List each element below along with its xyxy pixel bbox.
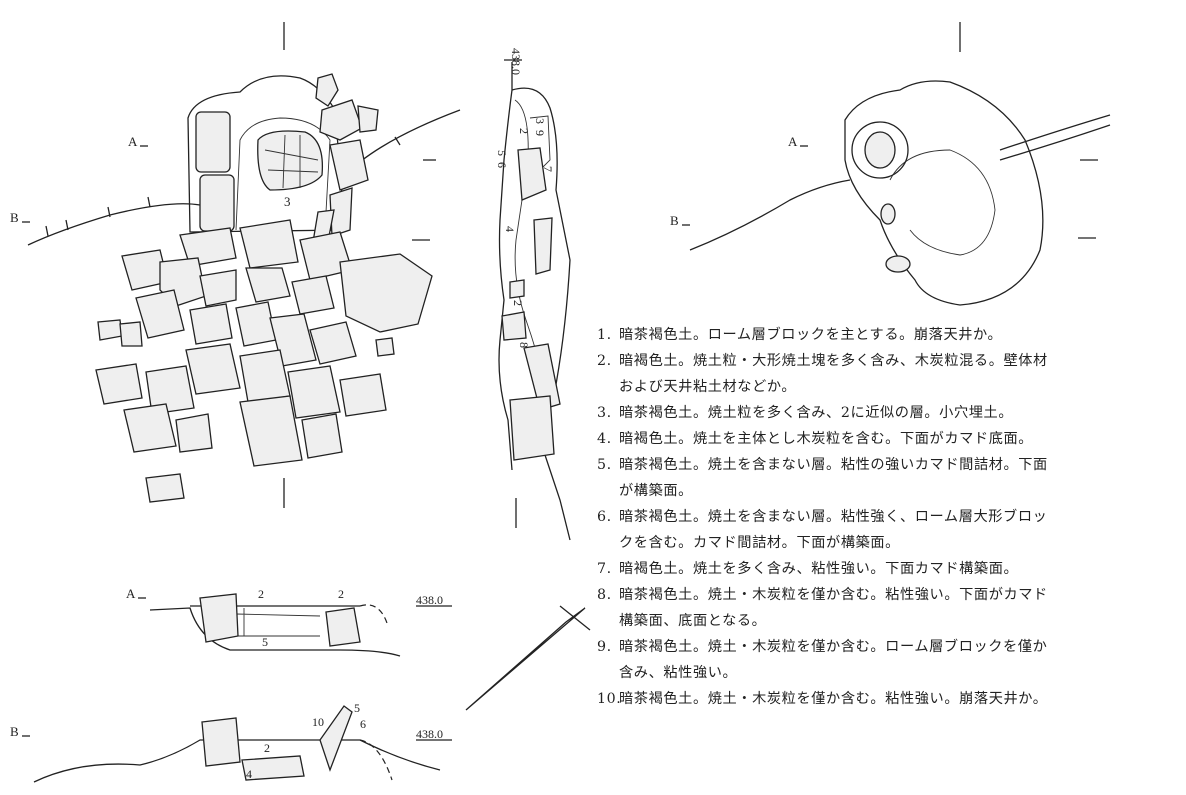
section-a-profile [149, 607, 401, 657]
legend-item: 2. 暗褐色土。焼土粒・大形焼土塊を多く含み、木炭粒混る。壁体材 [597, 348, 1177, 374]
legend-number: 5. [597, 457, 612, 473]
pit-layer-label: 3 [284, 194, 291, 209]
legend-text: が構築面。 [619, 483, 693, 499]
svg-text:6: 6 [495, 162, 509, 168]
legend-item: が構築面。 [597, 478, 1177, 504]
legend-number: 6. [597, 509, 612, 525]
svg-text:2: 2 [338, 587, 344, 601]
legend-text: 暗茶褐色土。焼土を含まない層。粘性の強いカマド間詰材。下面 [619, 457, 1048, 473]
right-section-label-b: B [670, 213, 679, 228]
legend-item: 10.暗茶褐色土。焼土・木炭粒を僅か含む。粘性強い。崩落天井か。 [597, 686, 1177, 712]
svg-text:8: 8 [517, 342, 531, 348]
svg-text:5: 5 [495, 150, 509, 156]
section-a: A 438.0 2 2 5 [126, 586, 452, 657]
legend-number: 8. [597, 587, 612, 603]
svg-text:5: 5 [262, 635, 268, 649]
scale-bar [465, 605, 591, 711]
legend-item: 含み、粘性強い。 [597, 660, 1177, 686]
legend-item: および天井粘土材などか。 [597, 374, 1177, 400]
legend-text: 暗褐色土。焼土を主体とし木炭粒を含む。下面がカマド底面。 [619, 431, 1034, 447]
legend-text: 暗茶褐色土。焼土・木炭粒を僅か含む。ローム層ブロックを僅か [619, 639, 1048, 655]
legend-item: 1. 暗茶褐色土。ローム層ブロックを主とする。崩落天井か。 [597, 322, 1177, 348]
legend-text: 暗褐色土。焼土粒・大形焼土塊を多く含み、木炭粒混る。壁体材 [619, 353, 1048, 369]
section-label-a: A [128, 134, 138, 149]
legend-number: 7. [597, 561, 612, 577]
svg-text:2: 2 [517, 128, 531, 134]
stones [95, 73, 433, 503]
kamado-plan-outline [844, 80, 1044, 306]
section-label-b: B [10, 210, 19, 225]
plan-view-right: A B [670, 22, 1111, 306]
svg-text:2: 2 [511, 300, 525, 306]
svg-text:6: 6 [360, 717, 366, 731]
legend-text: 構築面、底面となる。 [619, 613, 767, 629]
legend-number: 2. [597, 353, 612, 369]
small-pit [257, 130, 324, 191]
legend-text: 含み、粘性強い。 [619, 665, 738, 681]
svg-text:A: A [126, 586, 136, 601]
svg-text:2: 2 [264, 741, 270, 755]
legend-number: 9. [597, 639, 612, 655]
legend-text: および天井粘土材などか。 [619, 379, 797, 395]
legend-number: 3. [597, 405, 612, 421]
legend-item: 7. 暗褐色土。焼土を多く含み、粘性強い。下面カマド構築面。 [597, 556, 1177, 582]
legend-text: 暗茶褐色土。焼土粒を多く含み、2に近似の層。小穴埋土。 [619, 405, 1014, 421]
profile-elevation: 438.0 [509, 48, 523, 75]
legend-text: 暗茶褐色土。焼土・木炭粒を僅か含む。粘性強い。崩落天井か。 [619, 691, 1048, 707]
svg-text:10: 10 [312, 715, 324, 729]
svg-text:2: 2 [258, 587, 264, 601]
profile-left-edge [498, 62, 513, 471]
legend-item: 4. 暗褐色土。焼土を主体とし木炭粒を含む。下面がカマド底面。 [597, 426, 1177, 452]
svg-text:7: 7 [541, 166, 555, 172]
legend-text: 暗茶褐色土。焼土・木炭粒を僅か含む。粘性強い。下面がカマド [619, 587, 1048, 603]
section-b-profile [33, 739, 441, 783]
wall-line-left [27, 203, 201, 246]
svg-text:9: 9 [533, 130, 547, 136]
svg-text:B: B [10, 724, 19, 739]
legend-text: クを含む。カマド間詰材。下面が構築面。 [619, 535, 900, 551]
legend-item: 5. 暗茶褐色土。焼土を含まない層。粘性の強いカマド間詰材。下面 [597, 452, 1177, 478]
legend-item: 8. 暗茶褐色土。焼土・木炭粒を僅か含む。粘性強い。下面がカマド [597, 582, 1177, 608]
legend-item: クを含む。カマド間詰材。下面が構築面。 [597, 530, 1177, 556]
legend-item: 3. 暗茶褐色土。焼土粒を多く含み、2に近似の層。小穴埋土。 [597, 400, 1177, 426]
legend-number: 1. [597, 327, 612, 343]
svg-text:438.0: 438.0 [416, 727, 443, 741]
svg-text:5: 5 [354, 701, 360, 715]
legend-number: 4. [597, 431, 612, 447]
plan-view-left: A B 3 [10, 22, 461, 508]
svg-text:4: 4 [246, 767, 252, 781]
legend-text: 暗褐色土。焼土を多く含み、粘性強い。下面カマド構築面。 [619, 561, 1019, 577]
soil-layer-legend: 1. 暗茶褐色土。ローム層ブロックを主とする。崩落天井か。 2. 暗褐色土。焼土粒・大… [597, 322, 1177, 712]
svg-text:4: 4 [503, 226, 517, 232]
legend-item: 構築面、底面となる。 [597, 608, 1177, 634]
svg-text:438.0: 438.0 [416, 593, 443, 607]
svg-text:3: 3 [533, 118, 547, 124]
right-section-label-a: A [788, 134, 798, 149]
legend-item: 9. 暗茶褐色土。焼土・木炭粒を僅か含む。ローム層ブロックを僅か [597, 634, 1177, 660]
legend-number: 10. [597, 691, 622, 707]
vertical-profile: 438.0 2 3 9 5 6 7 4 2 8 [495, 48, 571, 541]
legend-text: 暗茶褐色土。焼土を含まない層。粘性強く、ローム層大形ブロッ [619, 509, 1048, 525]
legend-text: 暗茶褐色土。ローム層ブロックを主とする。崩落天井か。 [619, 327, 1003, 343]
section-b: B 438.0 10 5 6 2 4 [10, 701, 452, 783]
legend-item: 6. 暗茶褐色土。焼土を含まない層。粘性強く、ローム層大形ブロッ [597, 504, 1177, 530]
